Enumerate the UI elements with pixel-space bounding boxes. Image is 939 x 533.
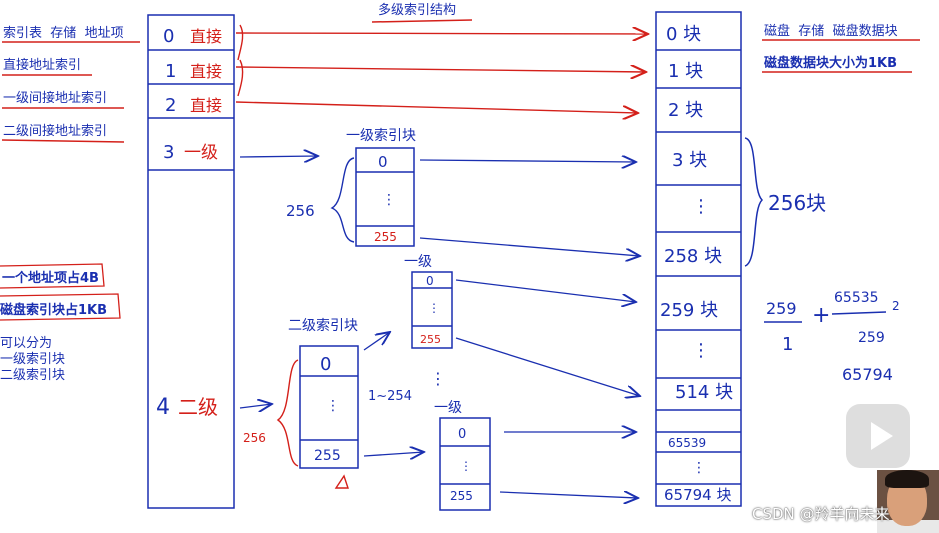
sub-block-bottom-label: 一级	[434, 400, 462, 416]
title-underline	[371, 19, 473, 23]
label-l2-block: 二级索引块	[0, 368, 66, 383]
disk-header-0: 磁盘	[764, 24, 791, 39]
sub-top-dots: ⋮	[428, 301, 440, 315]
disk-block-dots-3: ⋮	[692, 460, 706, 476]
direct-arrows	[235, 24, 648, 113]
index-table: 0 直接 1 直接 2 直接 3 一级 4 二级	[147, 14, 235, 509]
l2-triangle	[334, 474, 349, 489]
index-entry-2: 2	[165, 95, 176, 116]
l1-first: 0	[378, 153, 388, 171]
formula-den2: 259	[858, 330, 885, 346]
formula-num1: 259	[766, 299, 797, 318]
disk-block-dots-2: ⋮	[692, 340, 710, 361]
l1-dots: ⋮	[382, 192, 396, 208]
index-header-2: 地址项	[84, 26, 124, 41]
l2-last: 255	[314, 448, 341, 464]
l1-size: 256	[286, 202, 315, 220]
disk-header-2: 磁盘数据块	[832, 24, 898, 39]
label-entry-size: 一个地址项占4B	[2, 271, 99, 286]
disk-block-65794: 65794 块	[664, 486, 732, 504]
formula-sup: 2	[892, 299, 900, 313]
sub-bottom-first: 0	[458, 427, 466, 442]
watermark: CSDN @羚羊向未来	[752, 505, 890, 523]
webcam-hair	[885, 470, 929, 488]
disk-block-2: 2 块	[668, 100, 703, 121]
sub-block-bottom: 一级 0 ⋮ 255	[434, 400, 491, 511]
left-label-boxes	[0, 263, 121, 321]
index-entry-0: 0	[163, 26, 174, 47]
index-entry-4: 4	[156, 395, 170, 420]
disk-brace-label: 256块	[768, 191, 826, 215]
formula-plus: +	[812, 303, 830, 328]
label-can-divide: 可以分为	[0, 336, 53, 351]
play-button[interactable]	[846, 404, 910, 468]
index-entry-1-type: 直接	[190, 62, 222, 81]
index-header: 索引表 存储 地址项	[3, 22, 124, 41]
index-entry-1: 1	[165, 61, 176, 82]
index-entry-4-type: 二级	[178, 395, 218, 419]
sub-block-top: 一级 0 ⋮ 255	[404, 254, 453, 349]
disk-block-259: 259 块	[660, 300, 718, 321]
label-direct: 直接地址索引	[3, 58, 82, 73]
index-entry-3-type: 一级	[184, 143, 218, 163]
formula-num2: 65535	[834, 290, 879, 306]
between-dots: ⋮	[430, 369, 446, 388]
index-entry-3: 3	[163, 142, 174, 163]
disk-block-258: 258 块	[664, 246, 722, 267]
formula: 259 1 + 65535 2 259 65794	[764, 290, 900, 384]
sub-bottom-last: 255	[450, 489, 473, 503]
l2-dots: ⋮	[326, 398, 340, 414]
sub-bottom-dots: ⋮	[460, 459, 472, 473]
l2-index-block-label: 二级索引块	[288, 317, 358, 334]
left-label-underlines	[1, 39, 920, 143]
webcam-shirt	[877, 520, 939, 533]
l2-size: 256	[243, 431, 266, 445]
l1-last: 255	[374, 230, 397, 244]
label-level2: 二级间接地址索引	[3, 124, 108, 139]
disk-block-3: 3 块	[672, 150, 707, 171]
label-block-size: 磁盘索引块占1KB	[0, 303, 108, 318]
disk-block-size-label: 磁盘数据块大小为1KB	[764, 56, 898, 71]
sub-block-top-label: 一级	[404, 254, 432, 270]
label-level1: 一级间接地址索引	[3, 91, 108, 106]
index-header-0: 索引表	[3, 26, 43, 41]
l2-first: 0	[320, 354, 331, 375]
disk-block-dots-1: ⋮	[692, 196, 710, 217]
disk-block-514: 514 块	[675, 382, 733, 403]
disk-header: 磁盘 存储 磁盘数据块	[764, 20, 898, 39]
diagram-title: 多级索引结构	[378, 2, 456, 18]
webcam-overlay	[877, 470, 939, 533]
sub-top-last: 255	[420, 333, 441, 346]
pointer-arrows	[239, 156, 640, 498]
index-entry-0-type: 直接	[190, 27, 222, 46]
disk-brace	[744, 137, 764, 267]
disk-block-65539: 65539	[668, 436, 706, 450]
l2-index-block: 二级索引块 0 ⋮ 255 256 1~254	[243, 317, 412, 489]
disk-block-0: 0 块	[666, 24, 701, 45]
sub-top-first: 0	[426, 274, 434, 288]
disk-block-1: 1 块	[668, 61, 703, 82]
index-header-1: 存储	[50, 26, 77, 41]
l2-range: 1~254	[368, 389, 412, 404]
formula-den1: 1	[782, 334, 793, 355]
disk-header-1: 存储	[798, 24, 825, 39]
index-entry-2-type: 直接	[190, 96, 222, 115]
label-l1-block: 一级索引块	[0, 352, 66, 367]
l1-index-block-label: 一级索引块	[346, 127, 416, 144]
formula-result: 65794	[842, 365, 893, 384]
disk-column: 0 块 1 块 2 块 3 块 ⋮ 258 块 259 块 ⋮ 514 块 65…	[655, 11, 742, 507]
l1-index-block: 一级索引块 0 ⋮ 255 256	[286, 127, 416, 247]
